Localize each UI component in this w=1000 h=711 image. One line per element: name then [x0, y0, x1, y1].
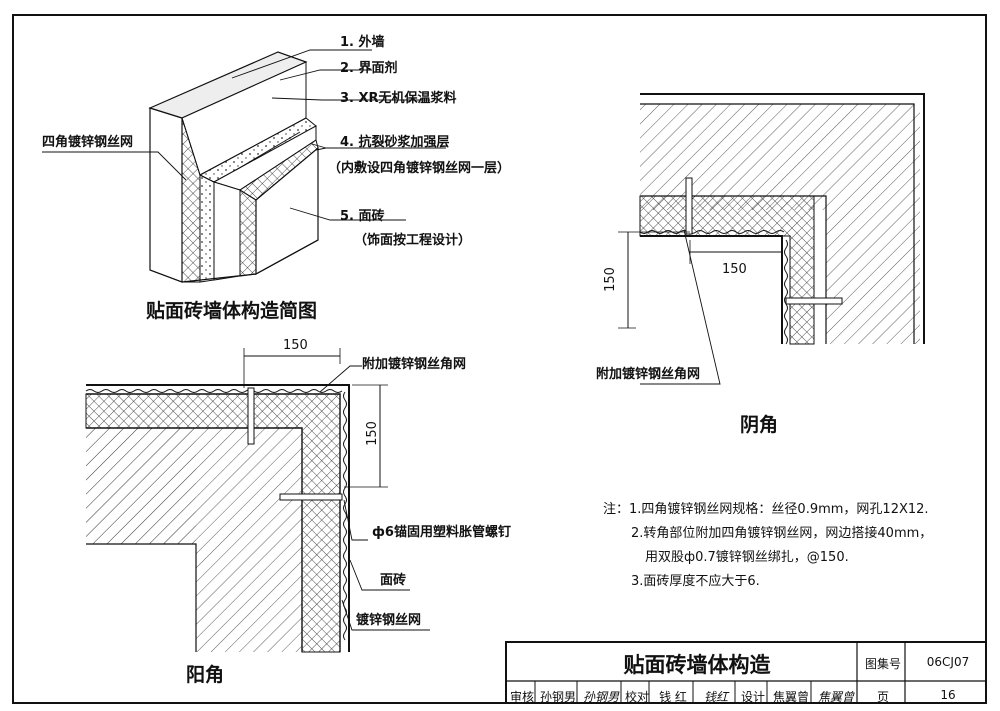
- notes-block: 注：1.四角镀锌钢丝网规格：丝径0.9mm，网孔12X12. 2.转角部位附加四…: [603, 498, 932, 594]
- label-outer-wall: 1. 外墙: [340, 35, 385, 50]
- note-3: 3.面砖厚度不应大于6.: [631, 574, 760, 589]
- inner-dim-vertical: 150: [602, 267, 618, 292]
- page-label: 页: [876, 690, 889, 704]
- notes-head: 注：: [603, 502, 630, 517]
- atlas-number: 06CJ07: [926, 655, 970, 669]
- design-label: 设计: [740, 690, 765, 704]
- outer-corner-section: [85, 348, 430, 653]
- title-block-grid: [505, 641, 987, 704]
- label-interface-agent: 2. 界面剂: [340, 61, 398, 76]
- checker-signature: 钱红: [703, 690, 728, 704]
- label-mesh: 四角镀锌钢丝网: [42, 135, 134, 150]
- sketch-caption: 贴面砖墙体构造简图: [146, 300, 318, 322]
- designer-name: 焦翼曾: [772, 690, 809, 704]
- review-label: 审核: [509, 690, 534, 704]
- label-crack-mortar: 4. 抗裂砂浆加强层: [340, 135, 450, 150]
- outer-anchor-label: ф6锚固用塑料胀管螺钉: [372, 525, 511, 540]
- label-insulation: 3. XR无机保温浆料: [340, 91, 457, 106]
- reviewer-signature: 孙钢男: [582, 690, 619, 704]
- checker-name: 钱 红: [659, 690, 687, 704]
- note-1: 1.四角镀锌钢丝网规格：丝径0.9mm，网孔12X12.: [629, 502, 929, 517]
- wall-layers-sketch: [42, 49, 446, 283]
- title-block: 贴面砖墙体构造 图集号 06CJ07 审核 孙钢男 孙钢男 校对 钱 红 钱红 …: [505, 641, 987, 704]
- inner-extra-mesh-label: 附加镀锌钢丝角网: [596, 367, 701, 382]
- outer-mesh-label: 镀锌钢丝网: [356, 613, 422, 628]
- outer-extra-mesh-label: 附加镀锌钢丝角网: [362, 357, 467, 372]
- inner-corner-section: [618, 93, 925, 385]
- check-label: 校对: [624, 690, 649, 704]
- outer-corner-caption: 阳角: [186, 664, 225, 686]
- label-tile-note: （饰面按工程设计）: [354, 233, 472, 248]
- designer-signature: 焦翼曾: [817, 690, 854, 704]
- label-tile: 5. 面砖: [340, 209, 385, 224]
- outer-tile-label: 面砖: [380, 573, 407, 588]
- drawing-title: 贴面砖墙体构造: [623, 653, 771, 677]
- outer-dim-horizontal: 150: [283, 338, 308, 353]
- inner-dim-horizontal: 150: [722, 262, 747, 277]
- drawing-frame: [12, 14, 987, 704]
- atlas-label: 图集号: [864, 657, 901, 671]
- page-number: 16: [940, 688, 956, 702]
- inner-corner-caption: 阴角: [740, 414, 779, 436]
- outer-dim-vertical: 150: [364, 421, 380, 446]
- note-2-cont: 用双股ф0.7镀锌钢丝绑扎，@150.: [645, 550, 849, 565]
- reviewer-name: 孙钢男: [539, 690, 576, 704]
- note-2: 2.转角部位附加四角镀锌钢丝网，网边搭接40mm，: [631, 526, 933, 541]
- label-crack-mortar-note: （内敷设四角镀锌钢丝网一层）: [328, 161, 511, 176]
